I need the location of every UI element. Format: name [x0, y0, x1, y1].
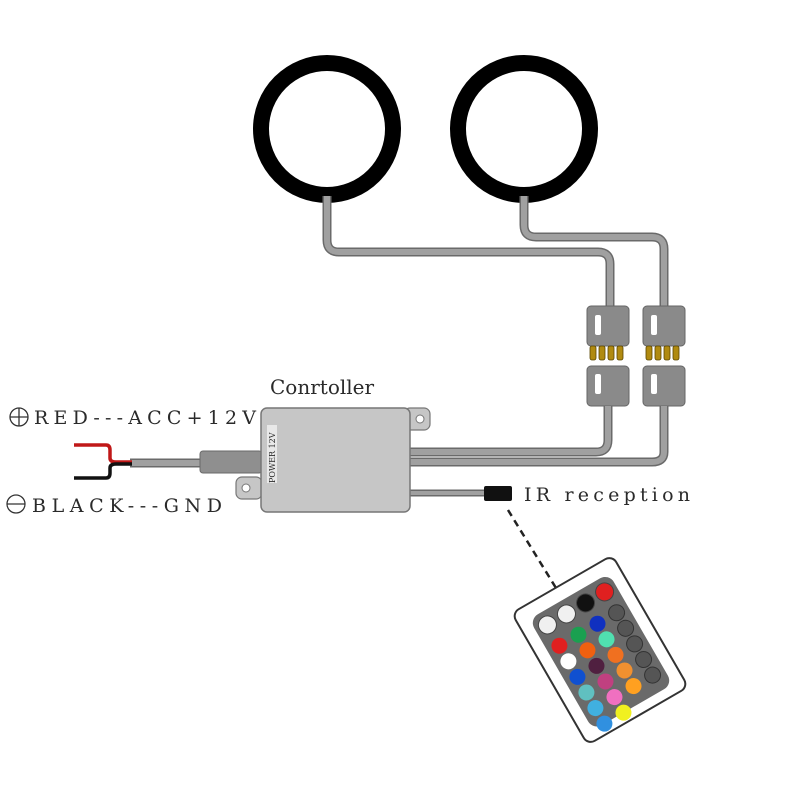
- controller-label: Conrtoller: [270, 375, 374, 399]
- cable-connector-1-to-controller: [410, 406, 613, 457]
- ir-reception-label: IR reception: [524, 484, 690, 506]
- arrow-up-icon: [651, 374, 657, 394]
- remote-color-button[interactable]: [557, 650, 579, 672]
- black-wire: [74, 462, 132, 480]
- remote-color-button[interactable]: [586, 655, 608, 677]
- light-ring-1: [253, 55, 401, 203]
- arrow-down-icon: [651, 315, 657, 335]
- connector-pins: [645, 345, 680, 361]
- ir-cable: [410, 486, 512, 501]
- remote-mode-button[interactable]: [615, 617, 637, 639]
- remote-color-button[interactable]: [568, 624, 590, 646]
- remote-mode-button[interactable]: [624, 633, 646, 655]
- controller-power-label: POWER 12V: [268, 432, 277, 483]
- remote-color-button[interactable]: [604, 686, 626, 708]
- power-cable: [74, 443, 263, 480]
- remote-color-button[interactable]: [595, 671, 617, 693]
- remote-color-button[interactable]: [584, 697, 606, 719]
- arrow-down-icon: [595, 315, 601, 335]
- remote-color-button[interactable]: [575, 682, 597, 704]
- cable-ring-2: [519, 196, 669, 308]
- cable-connector-2-to-controller: [410, 406, 669, 467]
- minus-circle-icon: [6, 494, 26, 514]
- remote-color-button[interactable]: [577, 639, 599, 661]
- remote-color-button[interactable]: [593, 713, 615, 735]
- red-wire-label: RED---ACC+12V: [34, 407, 256, 429]
- arrow-up-icon: [595, 374, 601, 394]
- remote-color-button[interactable]: [596, 628, 618, 650]
- ir-receiver: [484, 486, 512, 501]
- connector-2: [642, 305, 686, 407]
- remote-button-on[interactable]: [592, 580, 617, 605]
- remote-button-brightness-down[interactable]: [554, 602, 579, 627]
- remote-button-off[interactable]: [573, 591, 598, 616]
- remote-button-brightness-up[interactable]: [535, 613, 560, 638]
- connector-1: [586, 305, 630, 407]
- remote-mode-button[interactable]: [606, 602, 628, 624]
- remote-color-button[interactable]: [614, 660, 636, 682]
- remote-mode-button[interactable]: [633, 649, 655, 671]
- remote-color-button[interactable]: [548, 635, 570, 657]
- remote-color-button[interactable]: [587, 613, 609, 635]
- remote-color-button[interactable]: [605, 644, 627, 666]
- remote-color-button[interactable]: [613, 702, 635, 724]
- remote-color-button[interactable]: [566, 666, 588, 688]
- black-wire-label: BLACK---GND: [32, 495, 222, 517]
- connector-pins: [589, 345, 624, 361]
- remote-mode-button[interactable]: [642, 664, 664, 686]
- light-ring-2: [450, 55, 598, 203]
- remote-control: [513, 557, 687, 743]
- ir-signal-line: [506, 509, 558, 589]
- red-wire: [74, 443, 132, 464]
- cable-ring-1: [322, 196, 615, 308]
- plus-circle-icon: [9, 407, 29, 427]
- controller: POWER 12V: [235, 407, 431, 513]
- remote-color-button[interactable]: [623, 675, 645, 697]
